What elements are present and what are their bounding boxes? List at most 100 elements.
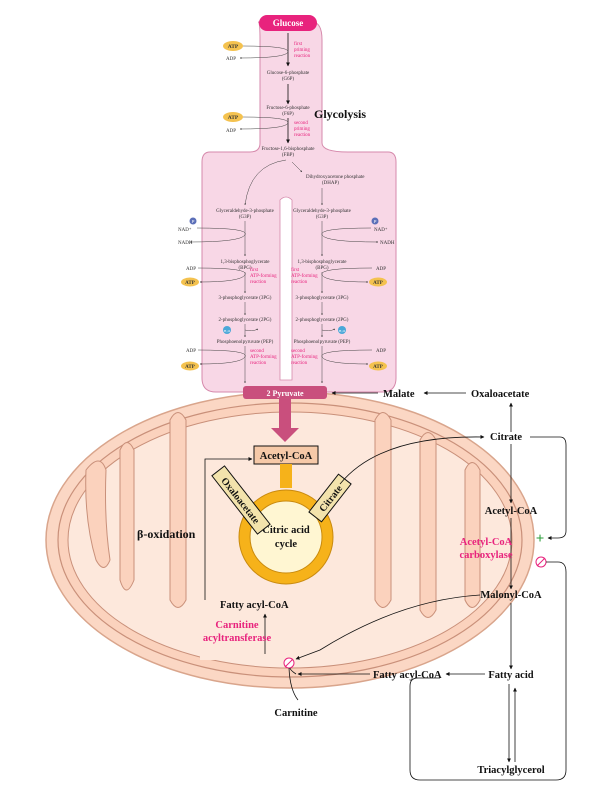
carnitine-acyltransferase-label: Carnitine [215,620,259,631]
diagram-shape [189,217,197,225]
diagram-label: NADH [178,241,193,246]
diagram-shape [200,640,240,660]
diagram-shape [197,349,246,365]
diagram-label: (G3P) [239,215,252,220]
diagram-shape [291,161,303,173]
diagram-label: carboxylase [459,550,512,561]
diagram-label: NADH [380,241,395,246]
diagram-label: reaction [291,280,308,285]
diagram-shape [321,227,379,243]
glucose-node: Glucose [259,15,317,31]
oxaloacetate-label: Oxaloacetate [471,389,530,400]
diagram-label: reaction [294,54,311,59]
diagram-shape [204,457,253,600]
diagram-label: reaction [291,361,308,366]
diagram-label: reaction [250,361,267,366]
diagram-shape [271,428,299,442]
diagram-label: ATP [185,281,195,286]
diagram-shape [288,667,299,701]
diagram-shape [280,464,292,488]
diagram-label: second [250,349,264,354]
diagram-label: (DHAP) [322,181,339,186]
diagram-label: reaction [250,280,267,285]
diagram-shape [374,412,392,608]
diagram-label: cycle [275,539,297,550]
beta-oxidation-label: β-oxidation [137,527,196,541]
diagram-shape [211,465,271,535]
diagram-label: first [291,268,300,273]
diagram-label: 2 Pyruvate [266,389,304,398]
diagram-shape [244,328,259,332]
diagram-shape [409,561,567,781]
acc-inhibition-icon [535,556,547,568]
pyruvate-node: 2 Pyruvate [243,386,327,399]
cytosol-fatty-acyl-coa: Fatty acyl-CoA [373,670,442,681]
glucose-label: Glucose [273,18,304,28]
diagram-label: (BPG) [315,266,328,271]
diagram-shape [369,361,387,371]
diagram-shape [239,116,289,130]
diagram-shape [239,45,289,59]
diagram-label: P [191,219,195,224]
right-chain: Glyceraldehyde-3-phosphate (G3P) P NAD⁺ … [291,209,395,384]
diagram-shape [197,267,246,283]
atp-badge [223,41,243,51]
acc-label: Acetyl-CoA [460,537,513,548]
triacylglycerol-label: Triacylglycerol [477,765,544,776]
diagram-shape [249,500,323,574]
diagram-label: (G3P) [316,215,329,220]
diagram-label: ATP [228,44,239,50]
diagram-label: ATP-forming [250,274,277,279]
priming-1: ATP ADP first priming reaction [223,41,311,62]
inhibition-icon [283,657,295,669]
cristae [85,412,481,660]
g3p-label: Glyceraldehyde-3-phosphate [216,209,275,214]
diagram-label: ATP-forming [291,274,318,279]
diagram-shape [189,227,246,243]
diagram-label: H₂O [224,329,231,333]
diagram-shape [223,326,231,334]
diagram-label: 1,3-bisphosphoglycerate [297,260,347,265]
diagram-shape [279,399,291,429]
diagram-label: priming [294,127,310,132]
citric-acid-cycle: Citric acid cycle [238,464,334,585]
diagram-shape [369,277,387,287]
diagram-label: P [373,219,377,224]
diagram-shape [201,21,397,393]
diagram-label: priming [294,48,310,53]
malate-label: Malate [383,389,415,400]
diagram-shape [181,361,199,371]
diagram-label: reaction [294,133,311,138]
diagram-label: H₂O [339,329,346,333]
diagram-label: first [294,42,303,47]
cytosol-pathway: Malate Oxaloacetate Citrate Acetyl-CoA A… [289,389,567,781]
diagram-label: Citric acid [262,525,310,536]
fbp-label: Fructose-1,6-bisphosphate [262,147,316,152]
diagram-label: (BPG) [238,266,251,271]
diagram-shape [464,462,481,608]
diagram-label: ADP [226,129,236,134]
atp-badge [223,112,243,122]
diagram-label: ADP [376,349,386,354]
fatty-acid-label: Fatty acid [488,670,533,681]
diagram-label: Phosphoenolpyruvate (PEP) [217,340,274,345]
glycolysis-compartment [201,21,397,393]
dhap-label: Dihydroxyacetone phosphate [306,175,365,180]
diagram-label: ADP [376,267,386,272]
diagram-shape [321,349,373,365]
diagram-shape [259,15,317,31]
diagram-label: (FBP) [282,153,295,158]
diagram-label: Glyceraldehyde-3-phosphate [293,209,352,214]
diagram-shape [279,196,293,381]
diagram-label: Acetyl-CoA [260,451,313,462]
diagram-shape [419,432,437,618]
diagram-shape [321,267,373,283]
citrate-label: Citrate [490,432,522,443]
carnitine-label: Carnitine [274,708,318,719]
activation-plus-icon: + [536,531,545,547]
diagram-label: (F6P) [282,112,294,117]
diagram-label: 3-phosphoglycerate (3PG) [296,296,349,301]
diagram-label: ATP [228,115,239,121]
diagram-shape [289,667,297,675]
